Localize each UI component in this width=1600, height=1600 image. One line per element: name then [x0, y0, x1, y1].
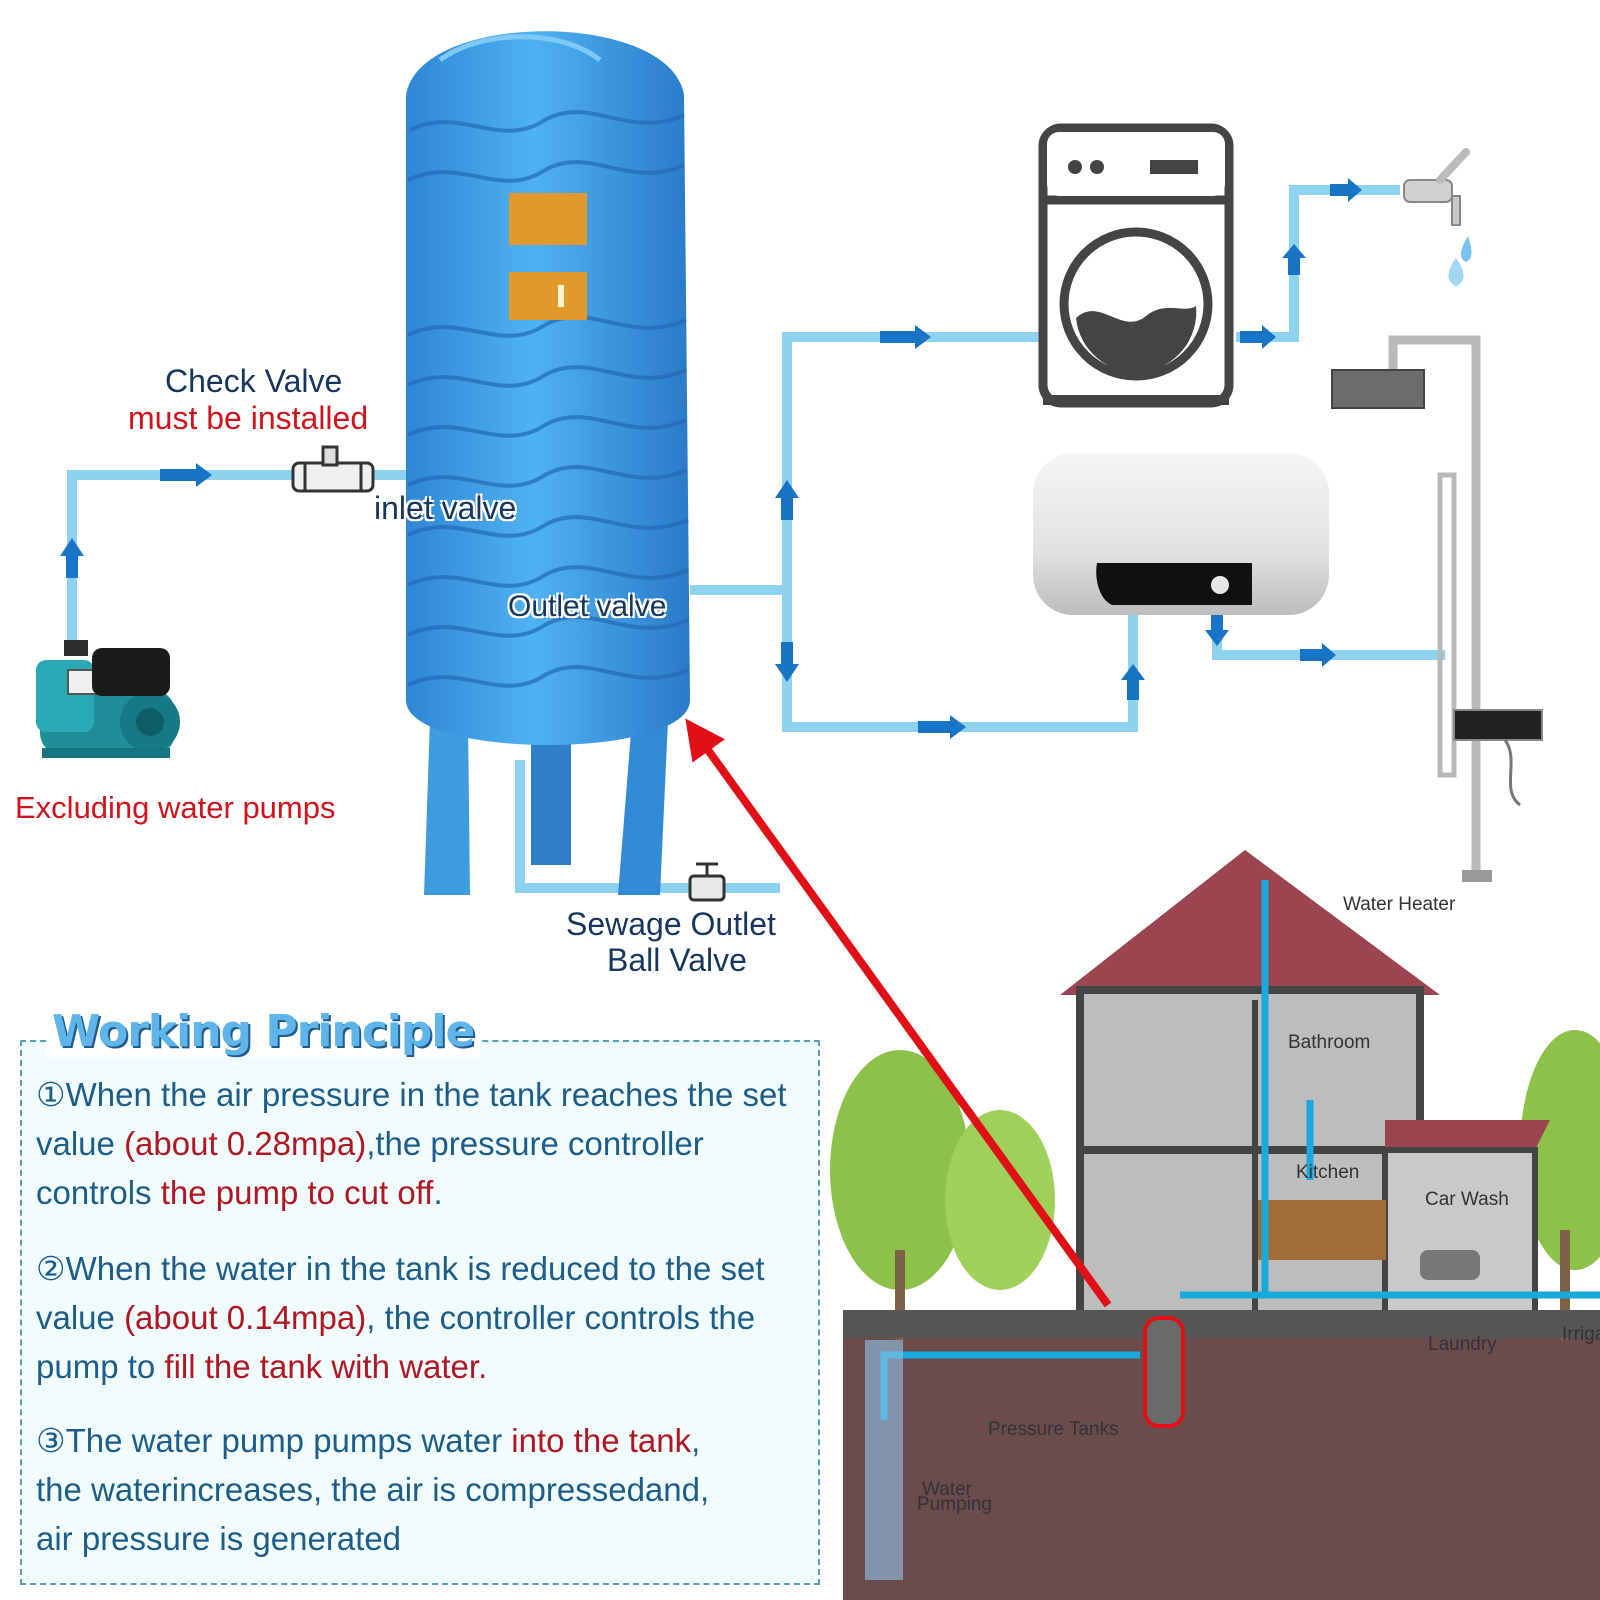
step-3-number: ③ [36, 1422, 66, 1459]
label-check-valve: Check Valve [165, 363, 343, 399]
flow-arrows [60, 178, 1362, 739]
step-1-highlight-d: the pump to cut off [160, 1174, 434, 1211]
house-label-water-heater: Water Heater [1343, 894, 1456, 915]
step-2-highlight-b: (about 0.14mpa) [124, 1299, 367, 1336]
tank-label-plate [509, 193, 587, 245]
pressure-tank [406, 31, 690, 895]
water-pump-image [36, 640, 180, 758]
pump-to-tank-pipe [67, 470, 415, 650]
step-1-highlight-b: (about 0.28mpa) [124, 1125, 367, 1162]
house-label-water-pumping-1: Water [922, 1479, 973, 1500]
shower-column-image [1331, 335, 1543, 882]
working-principle-panel [20, 1040, 820, 1585]
house-label-laundry: Laundry [1428, 1334, 1497, 1355]
step-2-number: ② [36, 1250, 66, 1287]
flow-arrow-up [1121, 664, 1145, 700]
tank-highlight [438, 34, 602, 63]
house-label-pressure-tanks: Pressure Tanks [988, 1419, 1119, 1440]
principle-step-2: ②When the water in the tank is reduced t… [36, 1244, 816, 1391]
step-3-highlight-b: into the tank [511, 1422, 692, 1459]
flow-arrow-down [1205, 612, 1229, 646]
flow-arrow-right [1300, 643, 1336, 667]
label-excluding-water-pumps: Excluding water pumps [15, 790, 336, 825]
step-2-text-c: , the controller controls the pump to [36, 1299, 756, 1385]
house-label-water-pumping-2: Pumping [917, 1494, 992, 1515]
upper-branch-pipe [782, 332, 1040, 590]
house-label-car-wash: Car Wash [1425, 1189, 1509, 1210]
step-1-number: ① [36, 1076, 66, 1113]
principle-step-1: ①When the air pressure in the tank reach… [36, 1070, 816, 1217]
washing-machine-icon [1038, 123, 1234, 408]
tank-wave-ribs [407, 110, 689, 688]
well-shaft [865, 1340, 903, 1580]
flow-arrow-right [918, 715, 966, 739]
step-1-text-e: . [433, 1174, 443, 1211]
step-3-text-c: , the waterincreases, the air is compres… [36, 1422, 710, 1557]
label-inlet-valve: inlet valve [374, 490, 517, 526]
house-scene: Water Heater Bathroom Kitchen Car Wash L… [830, 850, 1600, 1600]
house-label-bathroom: Bathroom [1288, 1032, 1370, 1053]
step-1-text-c: ,the pressure controller controls [36, 1125, 704, 1211]
check-valve [291, 445, 375, 493]
principle-step-3: ③The water pump pumps water into the tan… [36, 1416, 736, 1563]
house-label-irrigation: Irrigat [1562, 1324, 1600, 1345]
label-must-be-installed: must be installed [128, 400, 369, 436]
heater-display-panel [1096, 563, 1252, 605]
label-ball-valve: Ball Valve [607, 942, 747, 978]
flow-arrow-right [160, 463, 212, 487]
faucet-icon [1403, 148, 1472, 286]
house-pressure-tank [1143, 1316, 1185, 1428]
step-1-text-a: When the air pressure in the tank reache… [36, 1076, 787, 1162]
working-principle-title: Working Principle [46, 1006, 481, 1057]
step-3-text-a: The water pump pumps water [65, 1422, 512, 1459]
tank-leg [424, 720, 470, 895]
tank-body [406, 31, 690, 745]
flow-arrow-right [880, 325, 931, 349]
pointer-arrow [685, 718, 1112, 1308]
flow-arrow-up [1282, 244, 1306, 275]
flow-arrow-up [775, 480, 799, 520]
flow-arrow-up [60, 538, 84, 578]
tank-leg [618, 720, 668, 895]
sewage-ball-valve [688, 862, 726, 902]
step-2-highlight-d: fill the tank with water. [164, 1348, 488, 1385]
house-label-kitchen: Kitchen [1296, 1162, 1359, 1183]
water-heater-image [1033, 453, 1329, 615]
washer-to-tap-pipe [1236, 185, 1400, 342]
flow-arrow-right [1330, 178, 1362, 202]
flow-arrow-right [1240, 325, 1276, 349]
flow-arrow-down [775, 642, 799, 682]
step-2-text-a: When the water in the tank is reduced to… [36, 1250, 765, 1336]
label-outlet-valve: Outlet valve [508, 590, 667, 623]
tank-gauge-window [558, 285, 564, 307]
tank-gauge-plate [509, 272, 587, 320]
label-sewage-outlet: Sewage Outlet [566, 906, 776, 942]
tank-drain-pipe [531, 740, 571, 865]
